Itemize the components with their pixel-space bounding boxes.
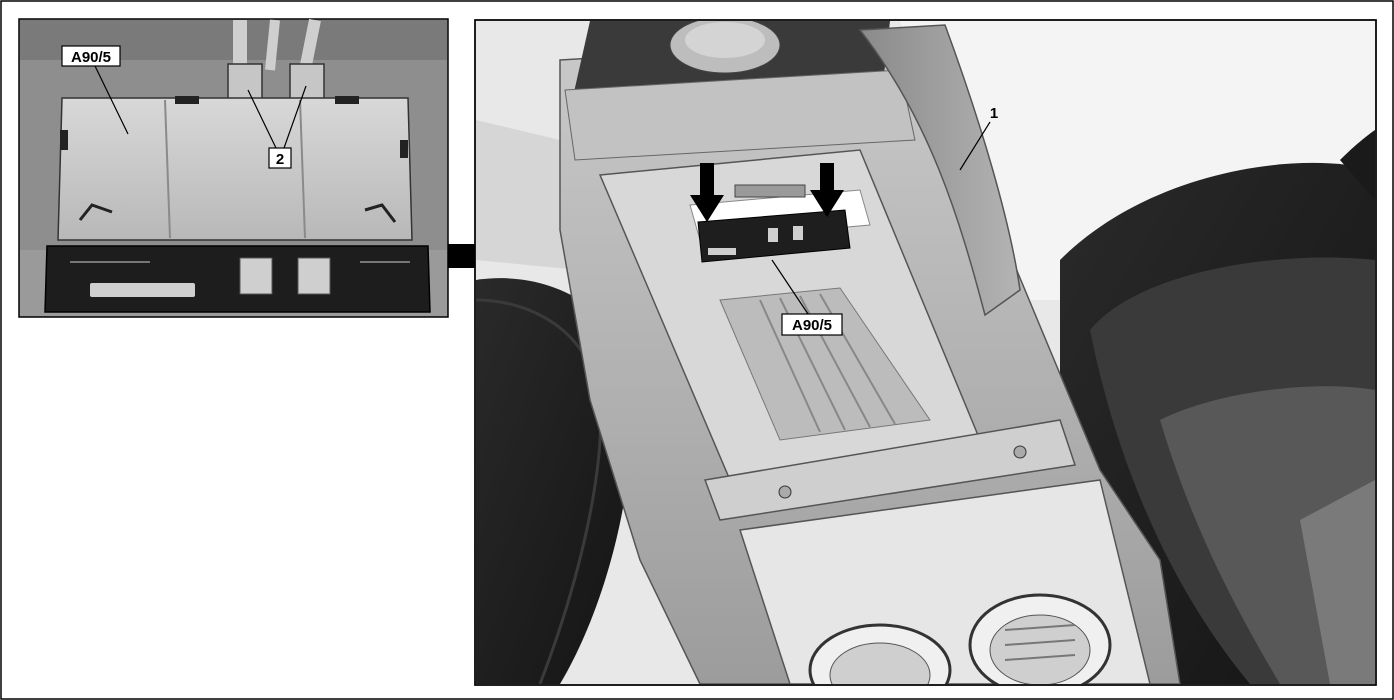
inset-plugs-label: 2 bbox=[276, 151, 284, 168]
inset-module-faceplate bbox=[44, 245, 431, 313]
inset-module-body bbox=[57, 97, 413, 241]
inset-module-label: A90/5 bbox=[71, 49, 111, 66]
armrest-lid bbox=[858, 24, 1021, 317]
main-view: 1 A90/5 bbox=[474, 19, 1377, 686]
main-cover-label: 1 bbox=[990, 105, 998, 122]
inset-detail-view: A90/5 2 bbox=[18, 18, 449, 318]
press-arrow-right-icon bbox=[810, 163, 844, 217]
press-arrow-left-icon bbox=[690, 163, 724, 222]
main-module-label: A90/5 bbox=[792, 317, 832, 334]
